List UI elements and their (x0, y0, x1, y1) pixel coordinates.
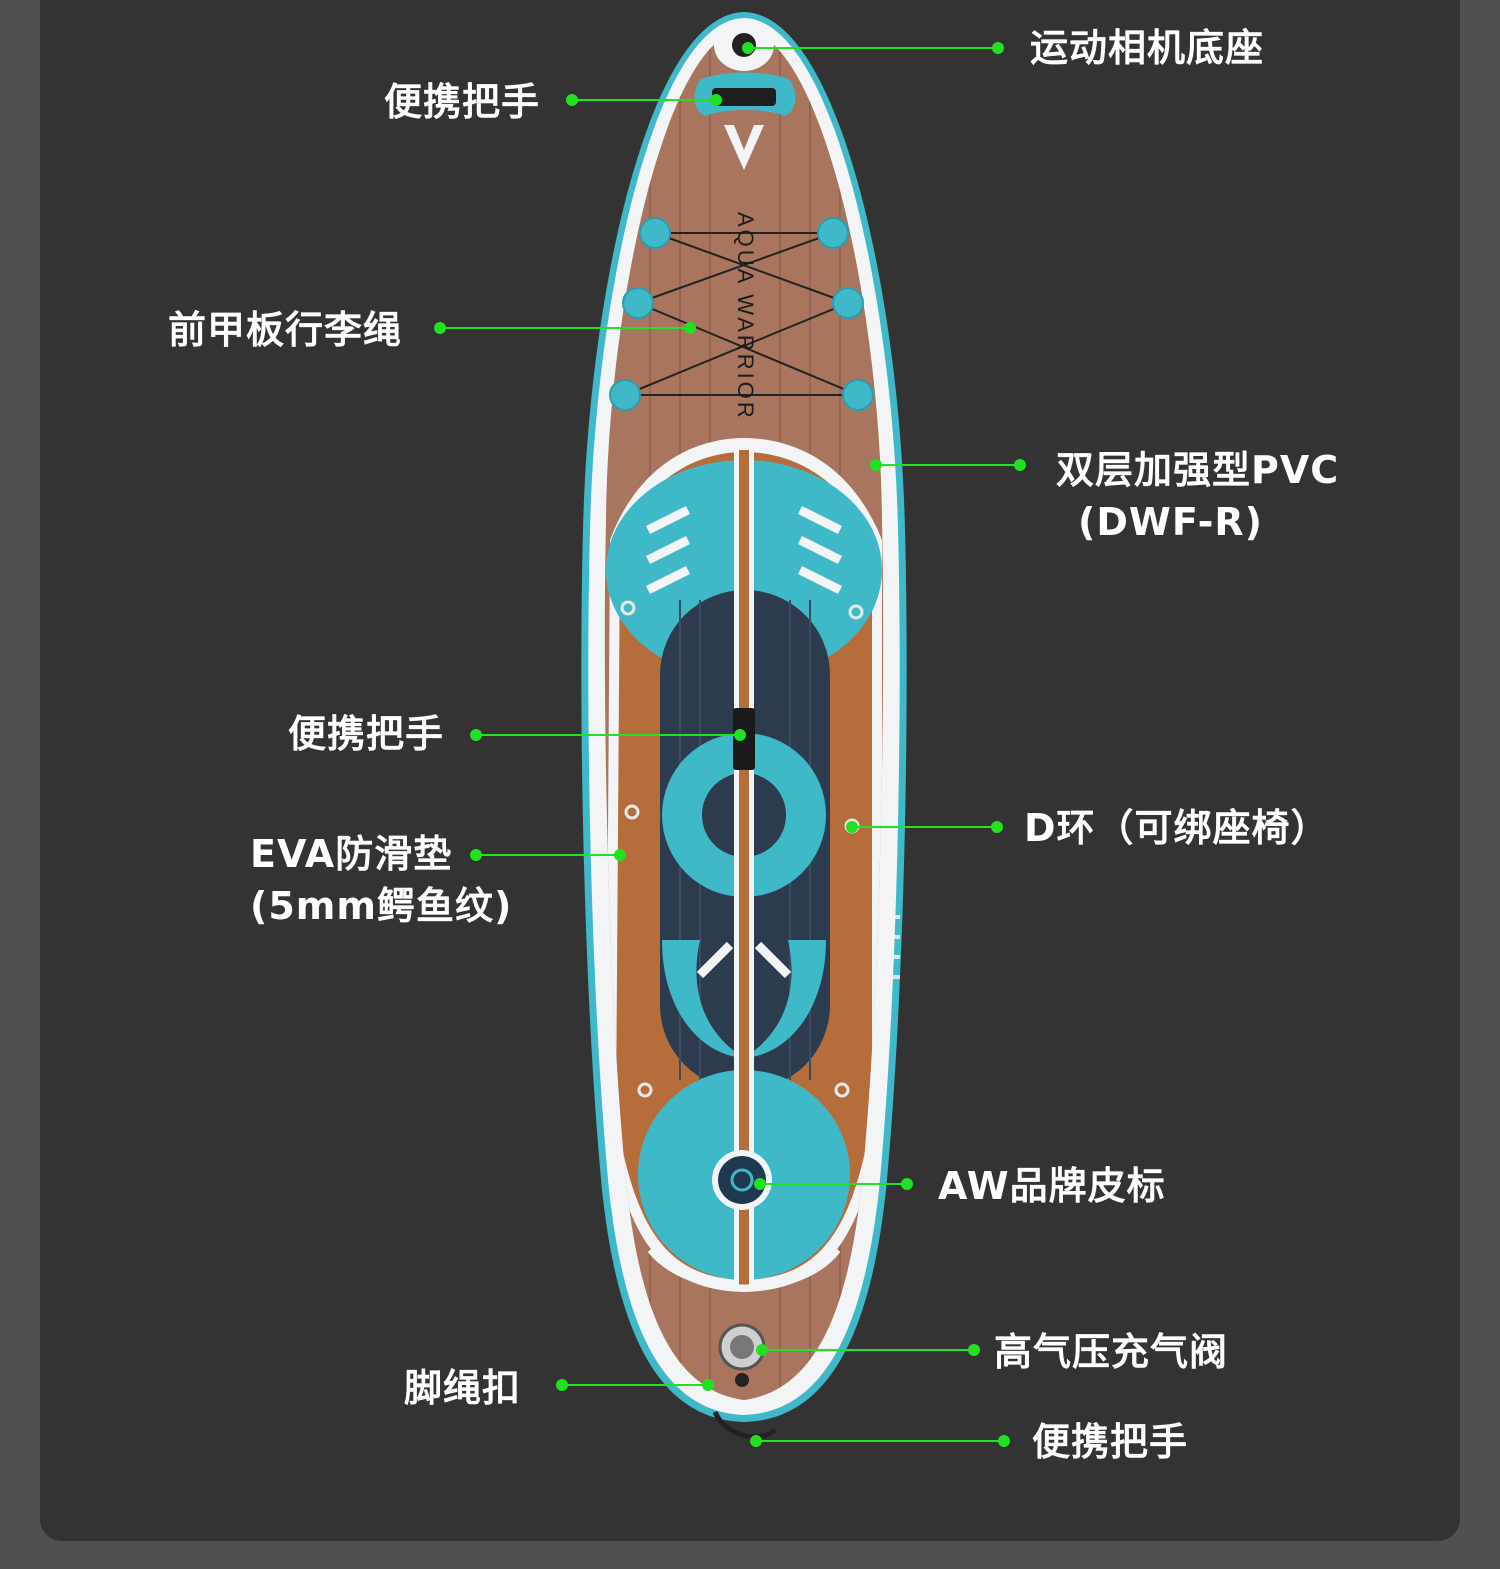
label-front-bungee: 前甲板行李绳 (168, 308, 403, 352)
bungee-anchors (609, 217, 874, 411)
front-handle (712, 88, 776, 106)
label-handle-tail: 便携把手 (1032, 1420, 1189, 1464)
brand-text: AQUA WARRIOR (733, 212, 758, 421)
tail-handle (712, 1410, 777, 1440)
bungee-cords (624, 232, 859, 396)
label-pvc-line2: (DWF-R) (1078, 500, 1264, 544)
brand-logo (724, 125, 764, 170)
label-handle-center: 便携把手 (288, 712, 445, 756)
label-pvc: 双层加强型PVC (DWF-R) (1056, 446, 1339, 546)
label-aw-badge: AW品牌皮标 (938, 1164, 1166, 1208)
label-handle-front: 便携把手 (384, 80, 541, 124)
label-camera-mount: 运动相机底座 (1030, 26, 1265, 70)
label-d-ring: D环（可绑座椅） (1024, 806, 1330, 850)
label-eva-line2: (5mm鳄鱼纹) (250, 884, 513, 928)
leash-plug (735, 1373, 749, 1387)
label-pvc-line1: 双层加强型PVC (1056, 448, 1340, 492)
label-eva: EVA防滑垫 (5mm鳄鱼纹) (250, 830, 512, 930)
label-eva-line1: EVA防滑垫 (250, 832, 453, 876)
label-valve: 高气压充气阀 (994, 1330, 1229, 1374)
label-leash-plug: 脚绳扣 (404, 1366, 522, 1410)
